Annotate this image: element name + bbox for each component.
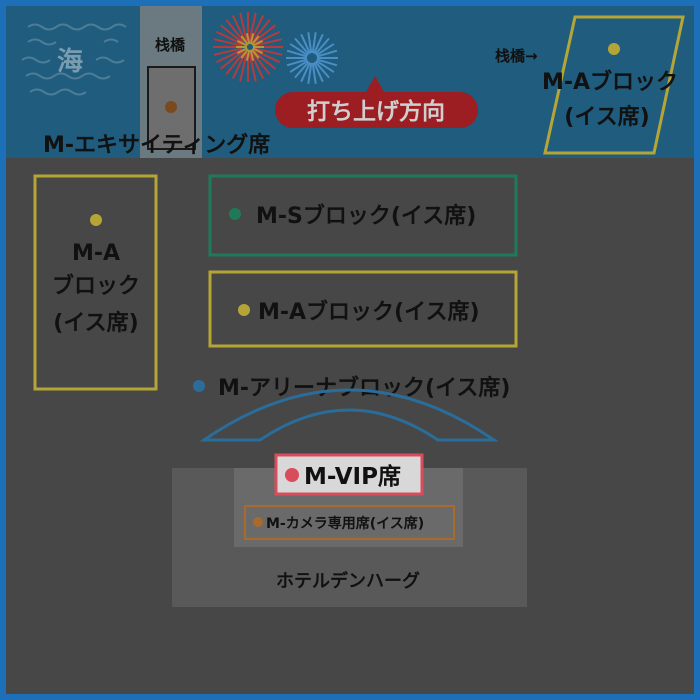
block-arena-shape [199,388,499,442]
hotel-label: ホテルデンハーグ [276,570,420,592]
firework-icon [213,12,338,84]
block-camera-label: M-カメラ専用席(イス席) [266,515,424,532]
dot-marker-icon [285,468,299,482]
dot-marker-icon [165,101,177,113]
block-arena-label: M-アリーナブロック(イス席) [218,375,510,401]
block-camera-shape [244,505,455,540]
dot-marker-icon [608,43,620,55]
block-a-top-right-line2: (イス席) [564,104,649,130]
block-a-left-line3: (イス席) [53,310,138,336]
wave-icon [21,23,127,96]
block-a-top-right-shape [543,15,685,155]
block-a-center-label: M-Aブロック(イス席) [258,299,480,325]
sea-label: 海 [57,47,83,77]
block-a-top-right-line1: M-Aブロック [542,69,678,95]
dot-marker-icon [193,380,205,392]
dot-marker-icon [90,214,102,226]
block-a-center-shape [208,270,518,348]
sea-area [6,6,694,158]
dot-marker-icon [229,208,241,220]
block-s-label: M-Sブロック(イス席) [256,203,476,229]
block-vip-label: M-VIP席 [304,463,401,490]
block-exciting-label: M-エキサイティング席 [43,132,270,158]
pier-left-label: 栈橋 [155,36,186,54]
fireworks-direction-label: 打ち上げ方向 [307,98,445,125]
block-a-left-line1: M-A [72,241,120,266]
arrow-up-icon [366,76,384,92]
fireworks-direction-badge [275,92,478,128]
block-a-left-shape [33,174,158,391]
block-vip-shape [274,453,424,496]
block-a-left-line2: ブロック [52,273,140,299]
dot-marker-icon [253,517,263,527]
block-s-shape [208,174,518,257]
pier-right-label: 栈橋→ [495,47,538,65]
dot-marker-icon [238,304,250,316]
